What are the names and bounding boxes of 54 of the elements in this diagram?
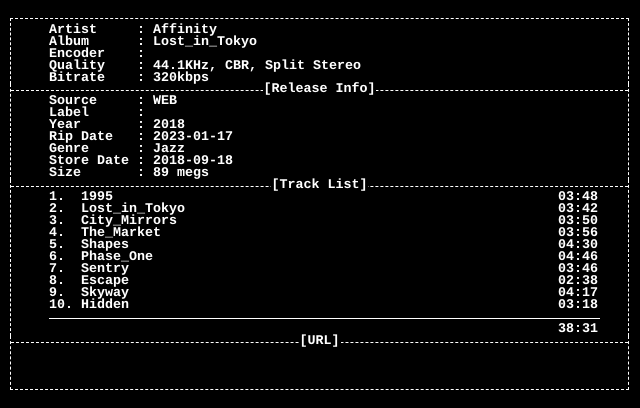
track-title: City_Mirrors <box>81 216 177 228</box>
field-value: : 44.1KHz, CBR, Split Stereo <box>137 61 361 73</box>
field-label: Bitrate <box>49 73 105 85</box>
track-number: 7. <box>49 264 65 276</box>
track-number: 1. <box>49 192 65 204</box>
field-label: Label <box>49 108 89 120</box>
track-title: Hidden <box>81 300 129 312</box>
field-value: : 2018 <box>137 120 185 132</box>
field-value: : 2023-01-17 <box>137 132 233 144</box>
section-heading: [URL] <box>298 336 340 348</box>
track-duration: 03:18 <box>558 300 598 312</box>
track-title: Skyway <box>81 288 129 300</box>
section-panel <box>10 180 629 336</box>
track-number: 2. <box>49 204 65 216</box>
track-number: 6. <box>49 252 65 264</box>
field-label: Size <box>49 168 81 180</box>
track-number: 3. <box>49 216 65 228</box>
track-duration: 04:17 <box>558 288 598 300</box>
field-value: : 320kbps <box>137 73 209 85</box>
track-number: 9. <box>49 288 65 300</box>
track-title: Shapes <box>81 240 129 252</box>
field-value: : Affinity <box>137 25 217 37</box>
field-value: : <box>137 108 145 120</box>
track-duration: 03:46 <box>558 264 598 276</box>
field-value: : 2018-09-18 <box>137 156 233 168</box>
track-number: 5. <box>49 240 65 252</box>
field-label: Quality <box>49 61 105 73</box>
field-value: : 89 megs <box>137 168 209 180</box>
track-title: Sentry <box>81 264 129 276</box>
section-panel <box>10 336 629 390</box>
track-duration: 03:42 <box>558 204 598 216</box>
field-value: : <box>137 49 145 61</box>
field-value: : WEB <box>137 96 177 108</box>
track-number: 8. <box>49 276 65 288</box>
section-heading: [Track List] <box>270 180 368 192</box>
track-number: 4. <box>49 228 65 240</box>
track-number: 10. <box>49 300 73 312</box>
track-title: 1995 <box>81 192 113 204</box>
field-label: Rip Date <box>49 132 113 144</box>
section-heading: [Release Info] <box>262 84 376 96</box>
track-duration: 03:48 <box>558 192 598 204</box>
field-value: : Lost_in_Tokyo <box>137 37 257 49</box>
track-duration: 04:30 <box>558 240 598 252</box>
track-duration: 04:46 <box>558 252 598 264</box>
track-title: Phase_One <box>81 252 153 264</box>
field-value: : Jazz <box>137 144 185 156</box>
track-title: Escape <box>81 276 129 288</box>
field-label: Genre <box>49 144 89 156</box>
track-duration: 02:38 <box>558 276 598 288</box>
track-duration: 03:50 <box>558 216 598 228</box>
track-title: Lost_in_Tokyo <box>81 204 185 216</box>
track-duration: 03:56 <box>558 228 598 240</box>
total-duration: 38:31 <box>558 324 598 336</box>
section-panel <box>10 84 629 180</box>
